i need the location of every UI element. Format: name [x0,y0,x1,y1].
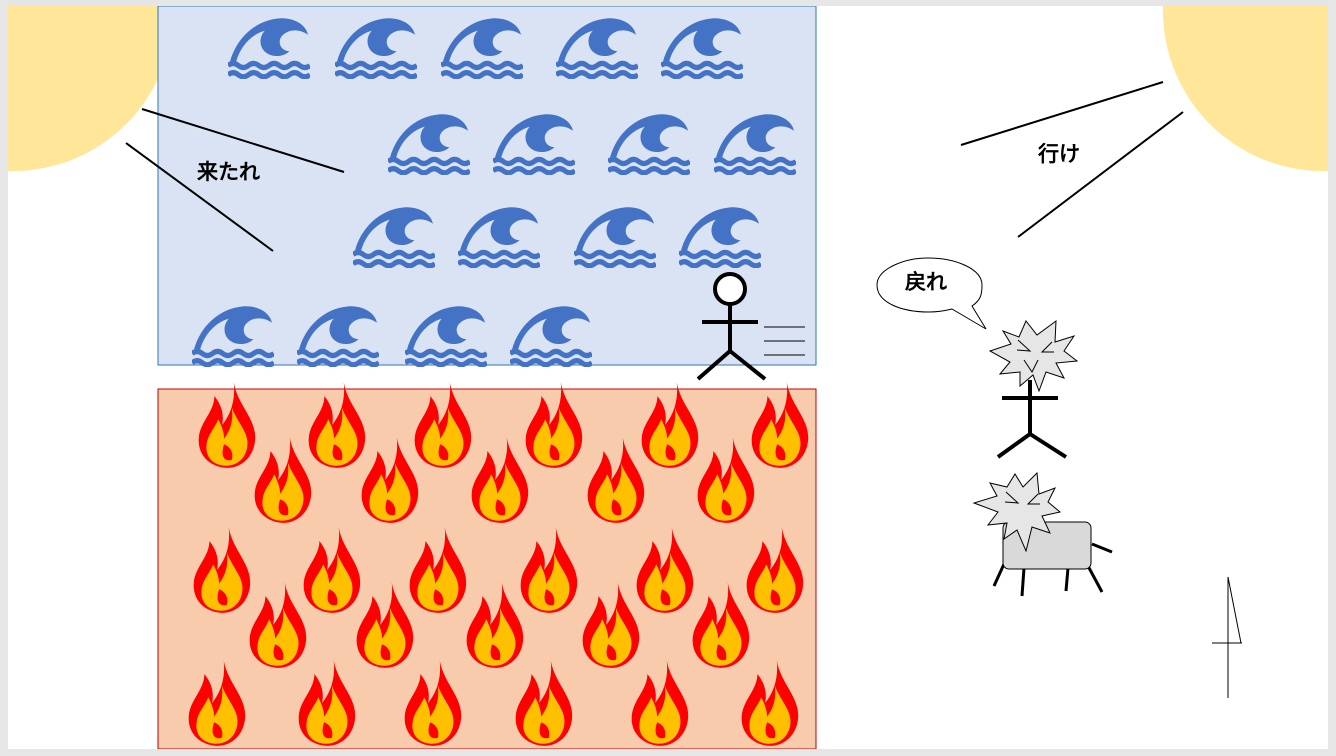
sun-rays-right [960,81,1184,238]
spiky-burst-head [972,471,1062,553]
fire-region [157,388,817,749]
stick-figure-center [696,272,767,381]
sun-left [8,6,173,171]
sun-right [1163,6,1328,171]
demon-animal [972,471,1113,597]
sword [1212,576,1242,698]
label-return: 戻れ [905,270,947,294]
spiky-burst-head [988,319,1079,393]
label-go: 行け [1037,142,1080,166]
label-come: 来たれ [197,160,260,184]
slide: 来たれ 行け 戻れ [8,6,1328,749]
scene-canvas: 来たれ 行け 戻れ [8,6,1328,749]
demon-figure [988,319,1079,459]
sun-rays-left [125,108,345,252]
motion-lines [764,326,805,356]
speech-bubble: 戻れ [876,257,987,330]
